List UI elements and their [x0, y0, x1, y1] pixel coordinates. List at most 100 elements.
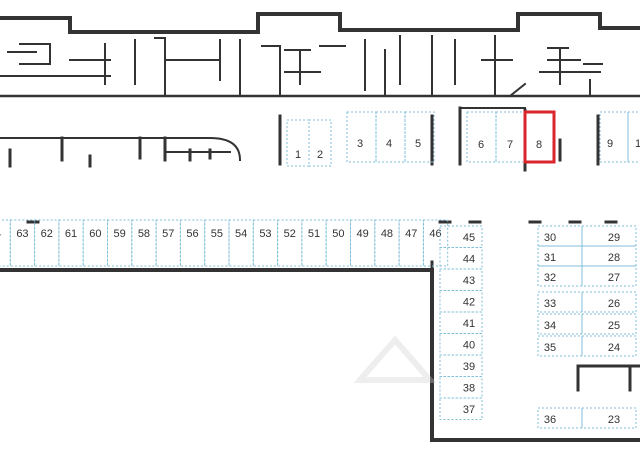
spot-outline	[155, 219, 181, 267]
spot-outline	[439, 354, 483, 377]
spot-outline	[581, 265, 637, 287]
parking-spot[interactable]: 1	[286, 119, 310, 167]
parking-spot[interactable]: 26	[581, 291, 637, 313]
spot-number: 9	[607, 138, 613, 150]
parking-spot[interactable]: 46	[422, 219, 449, 267]
parking-spot[interactable]: 47	[398, 219, 424, 267]
spot-number: 30	[544, 232, 556, 244]
parking-spot[interactable]: 30	[537, 225, 583, 247]
spot-number: 49	[357, 228, 369, 240]
parking-spot[interactable]: 23	[581, 407, 637, 429]
spot-number: 43	[463, 275, 475, 287]
spot-number: 52	[284, 228, 296, 240]
spot-outline	[58, 219, 84, 267]
spot-outline	[9, 219, 36, 267]
parking-spot[interactable]: 29	[581, 225, 637, 247]
spot-number: 1	[635, 138, 640, 150]
parking-spot[interactable]: 62	[34, 219, 60, 267]
spot-number: 23	[608, 414, 620, 426]
spot-outline	[308, 119, 332, 167]
parking-spot[interactable]: 5	[404, 111, 435, 163]
spot-number: 2	[317, 149, 323, 161]
spot-outline	[398, 219, 424, 267]
parking-spot[interactable]: 27	[581, 265, 637, 287]
spot-number: 4	[0, 228, 1, 240]
parking-spot[interactable]: 33	[537, 291, 583, 313]
parking-spot[interactable]: 51	[301, 219, 327, 267]
parking-spot[interactable]: 4	[0, 219, 11, 267]
spot-number: 39	[463, 361, 475, 373]
spot-number: 31	[544, 252, 556, 264]
parking-spot[interactable]: 38	[439, 376, 483, 399]
parking-spot[interactable]: 56	[179, 219, 206, 267]
parking-spot[interactable]: 6	[466, 111, 497, 163]
spot-number: 62	[41, 228, 53, 240]
parking-spot[interactable]: 59	[107, 219, 133, 267]
parking-spot[interactable]: 52	[277, 219, 303, 267]
parking-spot[interactable]: 9	[599, 111, 629, 163]
parking-spot[interactable]: 58	[131, 219, 157, 267]
parking-spot[interactable]: 44	[439, 247, 483, 270]
parking-spot[interactable]: 36	[537, 407, 583, 429]
parking-spot[interactable]: 31	[537, 245, 583, 267]
parking-spot[interactable]: 32	[537, 265, 583, 287]
parking-spot[interactable]: 2	[308, 119, 332, 167]
parking-spot[interactable]: 37	[439, 397, 483, 420]
parking-spot[interactable]: 7	[495, 111, 526, 163]
spot-number: 26	[608, 298, 620, 310]
parking-spot[interactable]: 1	[627, 111, 640, 163]
parking-spot[interactable]: 40	[439, 333, 483, 356]
spot-outline	[627, 111, 640, 163]
parking-spot[interactable]: 24	[581, 335, 637, 357]
spot-outline	[374, 219, 400, 267]
parking-spot[interactable]: 49	[350, 219, 376, 267]
spot-outline	[346, 111, 377, 163]
spot-number: 4	[386, 138, 392, 150]
parking-spot[interactable]: 43	[439, 268, 483, 291]
parking-spot[interactable]: 34	[537, 313, 583, 335]
spot-number: 35	[544, 342, 556, 354]
parking-spot[interactable]: 63	[9, 219, 36, 267]
parking-spot[interactable]: 45	[439, 225, 483, 248]
spot-outline	[439, 376, 483, 399]
spot-number: 29	[608, 232, 620, 244]
parking-spot[interactable]: 25	[581, 313, 637, 335]
parking-spot[interactable]: 28	[581, 245, 637, 267]
spot-number: 51	[308, 228, 320, 240]
spot-number: 3	[357, 138, 363, 150]
parking-spot[interactable]: 50	[325, 219, 352, 267]
parking-spot[interactable]: 57	[155, 219, 181, 267]
spot-outline	[325, 219, 352, 267]
parking-spot[interactable]: 54	[228, 219, 254, 267]
parking-spot[interactable]: 60	[82, 219, 108, 267]
spot-outline	[422, 219, 449, 267]
spot-outline	[301, 219, 327, 267]
spot-number: 61	[65, 228, 77, 240]
parking-spot[interactable]: 4	[375, 111, 406, 163]
parking-spot[interactable]: 61	[58, 219, 84, 267]
spot-outline	[581, 407, 637, 429]
parking-spot[interactable]: 3	[346, 111, 377, 163]
spot-number: 53	[259, 228, 271, 240]
spot-outline	[0, 219, 11, 267]
parking-spot[interactable]: 55	[204, 219, 230, 267]
spot-outline	[439, 311, 483, 334]
parking-spot[interactable]: 53	[252, 219, 279, 267]
parking-spot[interactable]: 48	[374, 219, 400, 267]
spot-number: 5	[415, 138, 421, 150]
spot-number: 58	[138, 228, 150, 240]
parking-spot[interactable]: 8	[523, 110, 556, 164]
spot-outline	[581, 291, 637, 313]
parking-spot[interactable]: 39	[439, 354, 483, 377]
parking-spot[interactable]: 42	[439, 290, 483, 313]
spot-number: 48	[381, 228, 393, 240]
parking-spot[interactable]: 35	[537, 335, 583, 357]
spot-outline	[277, 219, 303, 267]
spot-number: 54	[235, 228, 247, 240]
parking-spot[interactable]: 41	[439, 311, 483, 334]
spot-outline	[204, 219, 230, 267]
spot-number: 34	[544, 320, 556, 332]
spot-outline	[581, 335, 637, 357]
upper-walls	[0, 12, 640, 98]
